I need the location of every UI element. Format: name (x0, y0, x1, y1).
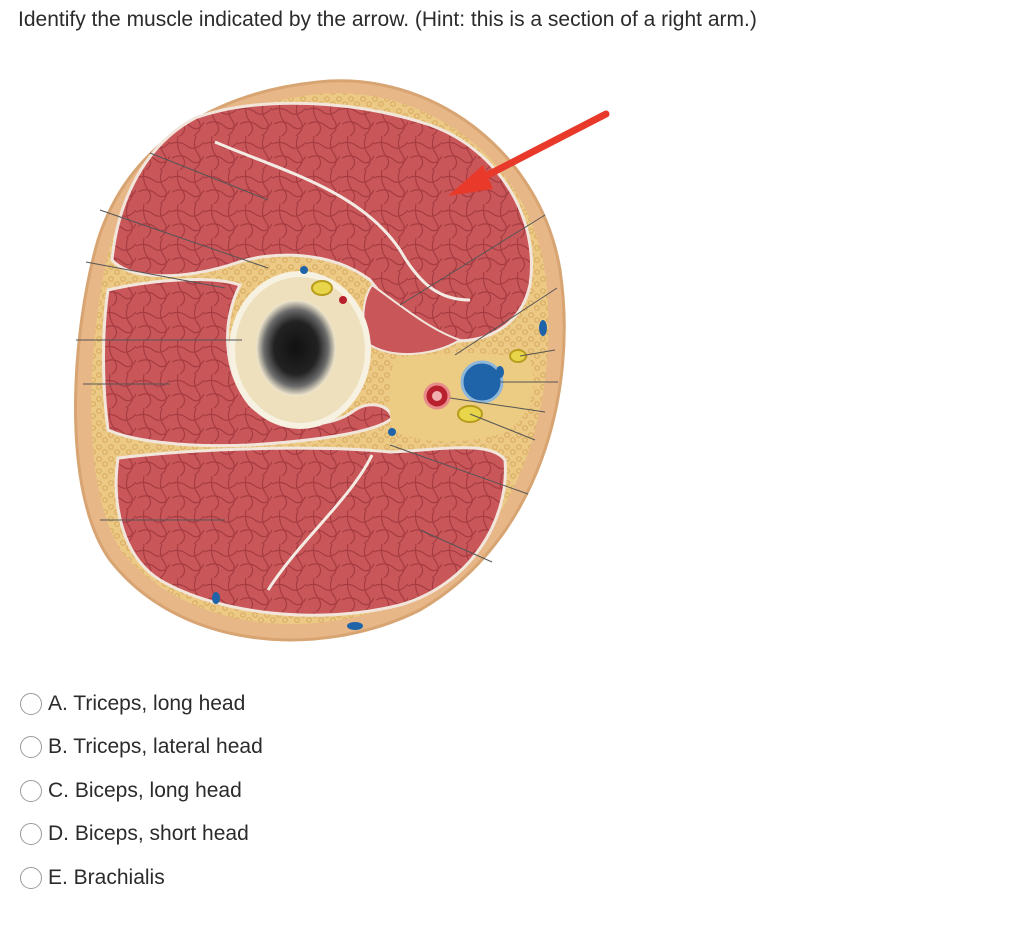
option-b-label: B. Triceps, lateral head (48, 735, 263, 759)
basilic-vein (347, 622, 363, 630)
triceps-septum (266, 454, 374, 591)
red-arrow-icon (448, 110, 610, 196)
ulnar-nerve (509, 349, 527, 363)
radio-button-option-d[interactable] (20, 823, 42, 846)
arm-cross-section-illustration (74, 79, 610, 642)
small-vessel-3 (388, 428, 396, 436)
radio-button-option-e[interactable] (20, 866, 42, 889)
option-d-label: D. Biceps, short head (48, 822, 249, 846)
radio-button-option-a[interactable] (20, 692, 42, 715)
brachial-vein (460, 360, 504, 404)
small-vessel-1 (339, 296, 347, 304)
option-d[interactable]: D. Biceps, short head (20, 813, 263, 857)
option-a-label: A. Triceps, long head (48, 691, 246, 715)
answer-options: A. Triceps, long head B. Triceps, latera… (20, 682, 263, 900)
leader-lines (76, 152, 558, 563)
artery-lumen (432, 391, 442, 401)
small-vein-5 (496, 366, 504, 378)
option-a[interactable]: A. Triceps, long head (20, 682, 263, 726)
radial-nerve (311, 280, 333, 296)
option-b[interactable]: B. Triceps, lateral head (20, 726, 263, 770)
option-c[interactable]: C. Biceps, long head (20, 769, 263, 813)
option-e[interactable]: E. Brachialis (20, 856, 263, 900)
option-c-label: C. Biceps, long head (48, 778, 242, 802)
small-vessel-2 (300, 266, 308, 274)
bone-marrow (256, 300, 336, 396)
option-e-label: E. Brachialis (48, 865, 165, 889)
triceps-lower-muscle (114, 446, 507, 617)
small-vein-4 (212, 592, 220, 604)
radio-button-option-b[interactable] (20, 736, 42, 759)
radio-button-option-c[interactable] (20, 779, 42, 802)
triceps-upper-muscle (102, 278, 394, 448)
biceps-septum (214, 140, 471, 302)
cephalic-vein (539, 320, 547, 336)
question-text: Identify the muscle indicated by the arr… (18, 8, 757, 31)
